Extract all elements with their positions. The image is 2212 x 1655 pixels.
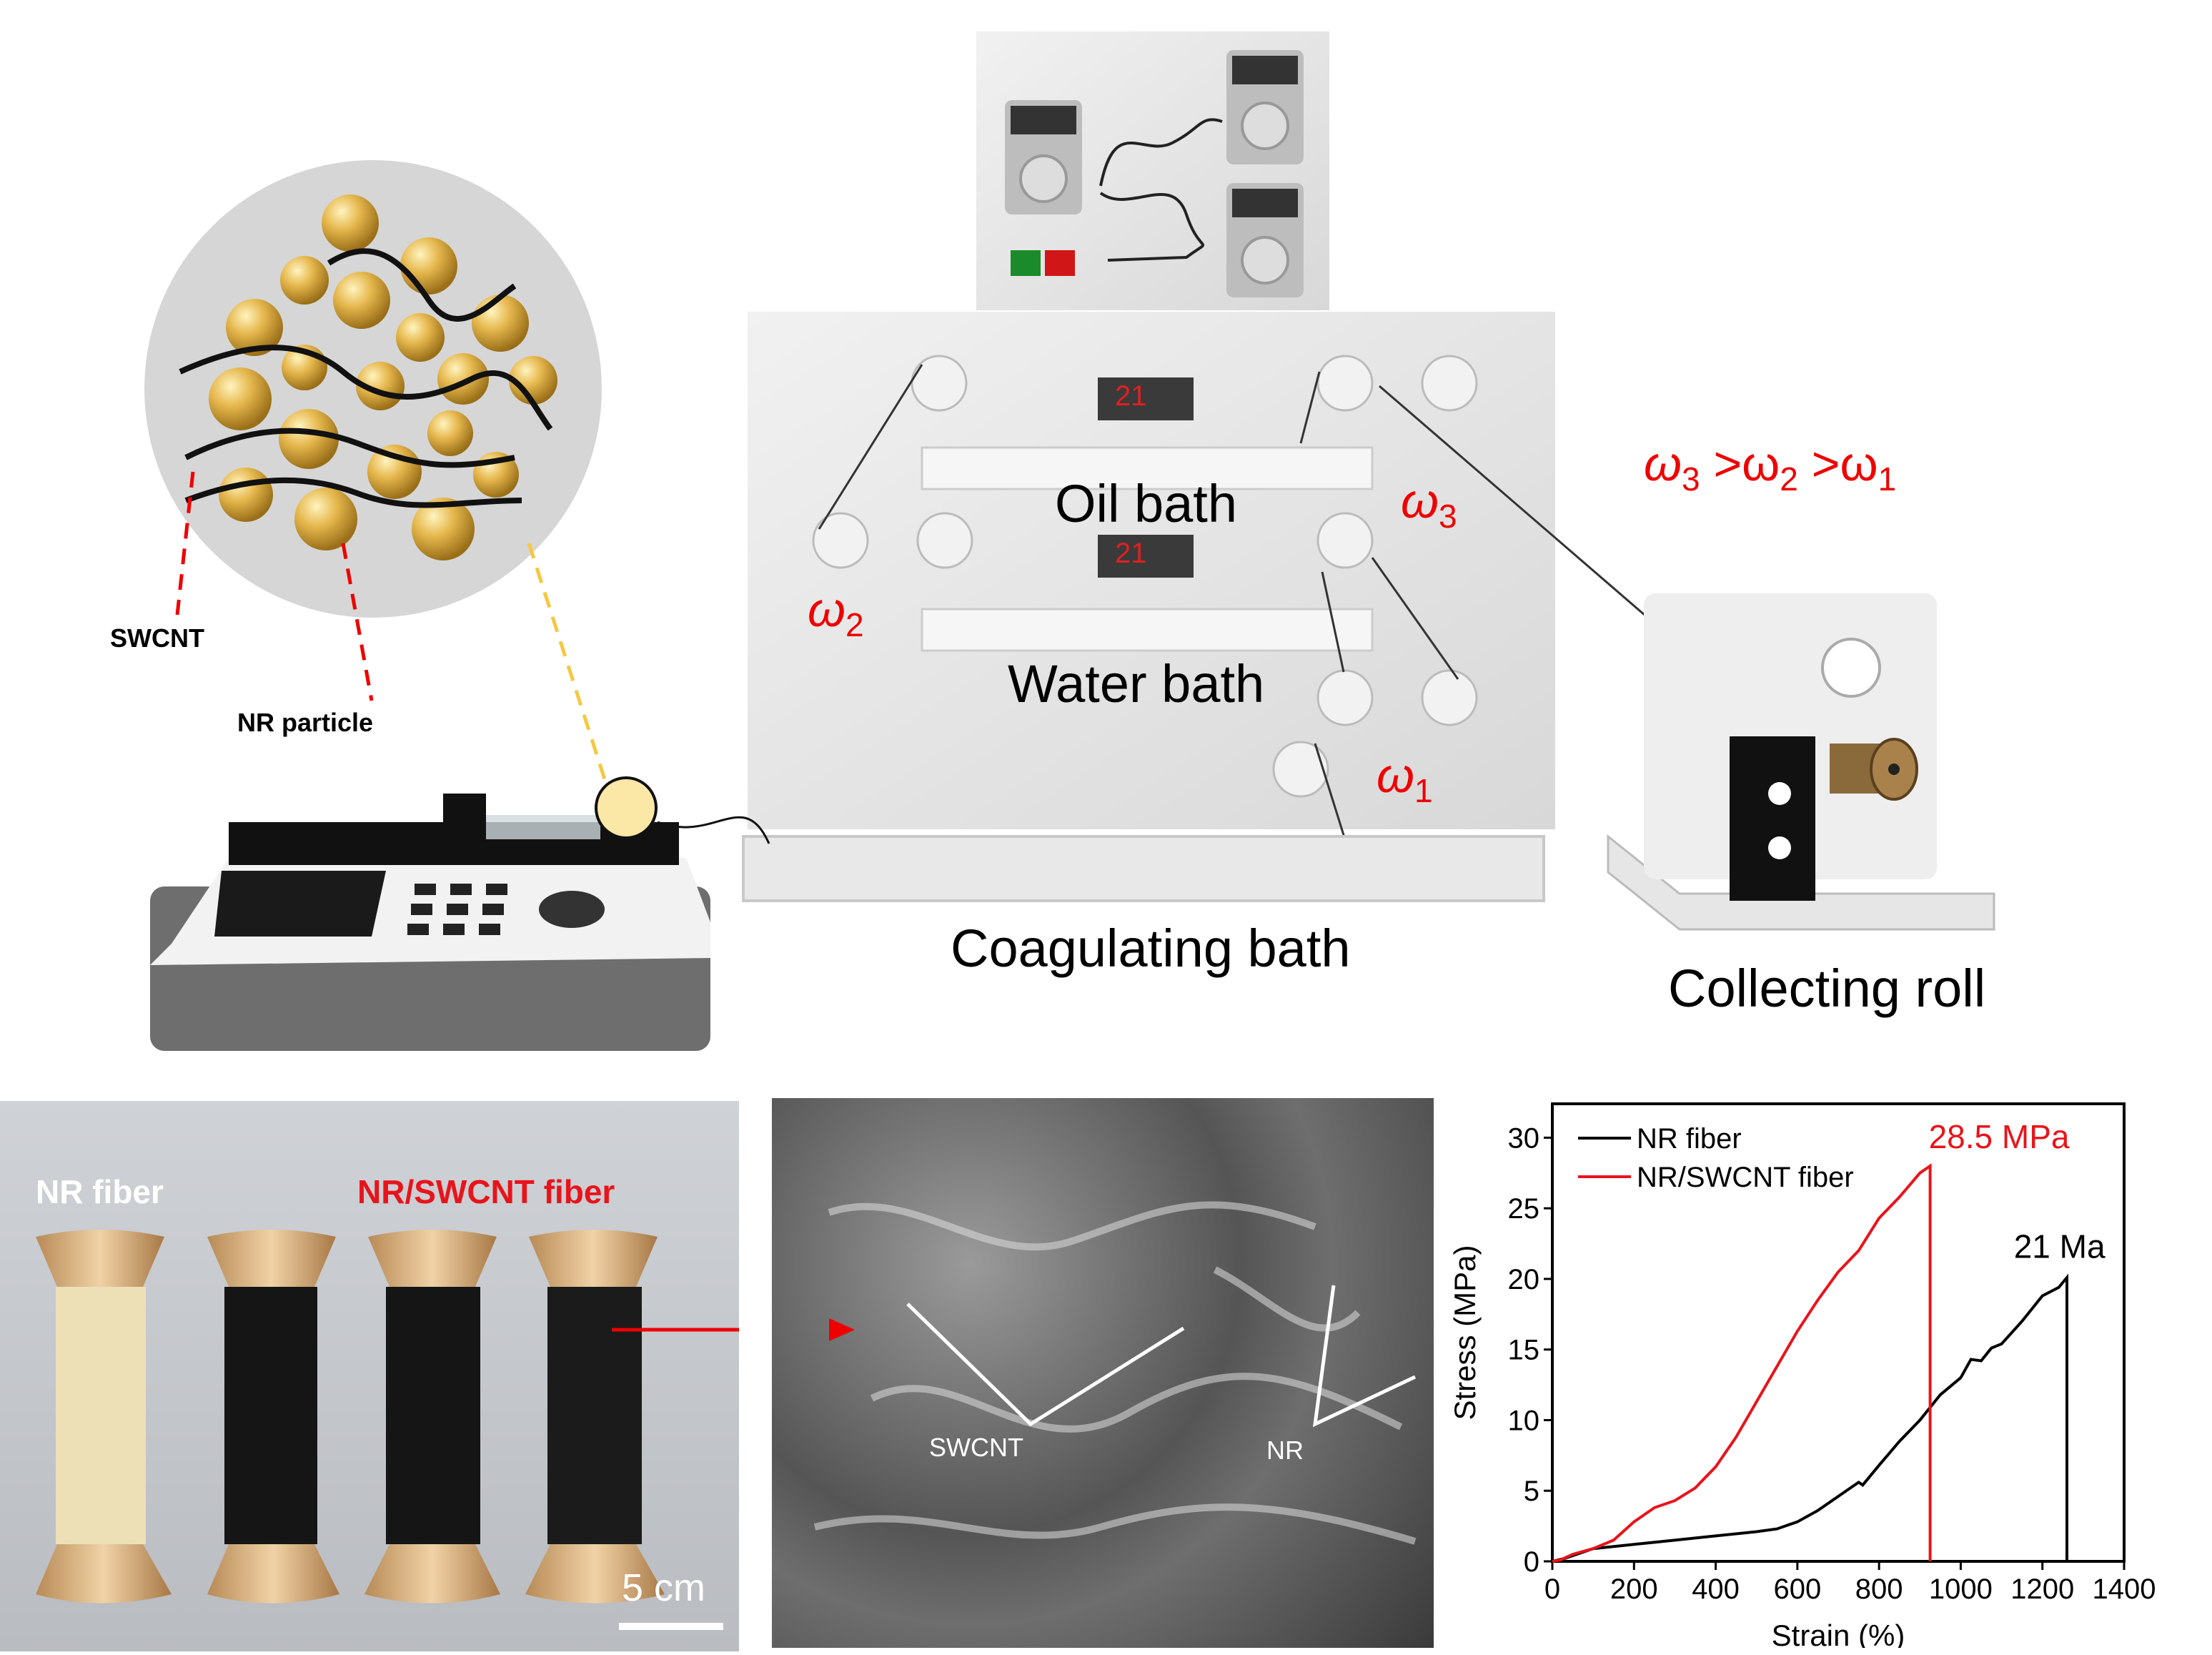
- sem-nr-label: NR: [1266, 1436, 1304, 1465]
- x-axis-label: Strain (%): [1772, 1619, 1905, 1648]
- omega-sub: 1: [1414, 772, 1433, 809]
- coagulating-bath-label: Coagulating bath: [951, 919, 1351, 978]
- y-axis-label: Stress (MPa): [1448, 1245, 1482, 1420]
- spools-illustration: [36, 1230, 843, 1630]
- nano-circle: [144, 160, 602, 618]
- arrow-head: [829, 1318, 855, 1341]
- relation-part: >ω: [1797, 437, 1878, 491]
- spool: [525, 1230, 665, 1604]
- omega-2-label: ω2: [808, 582, 864, 644]
- legend-label: NR fiber: [1637, 1123, 1742, 1155]
- callout-lines: [175, 471, 607, 780]
- y-tick-label: 30: [1508, 1122, 1540, 1154]
- annotation-max-stress-nr: 21 Ma: [2014, 1227, 2106, 1265]
- omega-relation: ω3 >ω2 >ω1: [1644, 436, 1896, 498]
- omega-sub: 3: [1438, 498, 1457, 535]
- display-digits-water: 21: [1115, 538, 1147, 569]
- oil-bath-label: Oil bath: [1055, 474, 1238, 533]
- x-tick-label: 1400: [2093, 1574, 2156, 1605]
- control-box: [976, 31, 1329, 310]
- stress-strain-chart: 0 200 400 600 800 1000 1200 1400 0 5 10 15 20 25 30Str…: [1448, 1102, 2156, 1648]
- sem-annotations: [813, 1201, 1417, 1545]
- spool: [36, 1230, 172, 1604]
- relation-part: >ω: [1700, 437, 1780, 491]
- series-line-nr-swcnt: [1552, 1163, 1932, 1563]
- spool: [207, 1230, 339, 1604]
- nr-fiber-label: NR fiber: [36, 1173, 164, 1210]
- y-tick-label: 25: [1508, 1193, 1540, 1225]
- omega-symbol: ω: [1377, 749, 1414, 803]
- x-tick-label: 600: [1773, 1574, 1821, 1605]
- y-tick-label: 15: [1508, 1335, 1540, 1366]
- annotation-max-stress-nr-swcnt: 28.5 MPa: [1929, 1118, 2070, 1155]
- display-digits-oil: 21: [1115, 380, 1147, 412]
- relation-part: ω: [1644, 437, 1682, 491]
- sem-image: SWCNT NR: [772, 1098, 1434, 1648]
- x-tick-label: 200: [1610, 1574, 1658, 1605]
- fiber-spools-photo: NR fiber NR/SWCNT fiber 5 cm: [0, 1101, 843, 1651]
- series-line-nr: [1552, 1273, 2068, 1563]
- collecting-roll-label: Collecting roll: [1668, 959, 1986, 1018]
- x-tick-label: 400: [1692, 1574, 1740, 1605]
- nanostructure-illustration: [144, 31, 1995, 1051]
- x-tick-label: 1200: [2010, 1574, 2074, 1605]
- scale-bar-label: 5 cm: [622, 1566, 706, 1609]
- y-tick-label: 0: [1524, 1546, 1539, 1578]
- x-tick-label: 0: [1544, 1574, 1560, 1605]
- syringe-pump: [150, 776, 770, 1051]
- omega-symbol: ω: [808, 583, 845, 637]
- y-tick-label: 20: [1508, 1264, 1540, 1295]
- nr-swcnt-fiber-label: NR/SWCNT fiber: [357, 1173, 615, 1210]
- legend-label: NR/SWCNT fiber: [1637, 1162, 1854, 1193]
- y-tick-label: 5: [1524, 1476, 1539, 1507]
- nr-particle-label: NR particle: [237, 708, 374, 737]
- plot-frame: [1551, 1102, 2126, 1563]
- relation-sub: 3: [1681, 460, 1700, 498]
- swcnt-label: SWCNT: [110, 623, 204, 653]
- spool: [364, 1230, 500, 1604]
- relation-sub: 2: [1780, 460, 1798, 498]
- x-tick-label: 1000: [1929, 1574, 1993, 1605]
- collecting-roll-device: [1607, 593, 1995, 931]
- scale-bar: [619, 1623, 723, 1630]
- water-bath-label: Water bath: [1008, 654, 1265, 713]
- omega-1-label: ω1: [1377, 748, 1433, 810]
- omega-3-label: ω3: [1401, 473, 1457, 535]
- sem-swcnt-label: SWCNT: [929, 1433, 1023, 1462]
- omega-symbol: ω: [1401, 474, 1439, 528]
- x-tick-label: 800: [1855, 1574, 1903, 1605]
- y-tick-label: 10: [1508, 1405, 1540, 1436]
- spinning-panel: [742, 312, 1745, 902]
- omega-sub: 2: [845, 606, 864, 643]
- relation-sub: 1: [1878, 460, 1897, 498]
